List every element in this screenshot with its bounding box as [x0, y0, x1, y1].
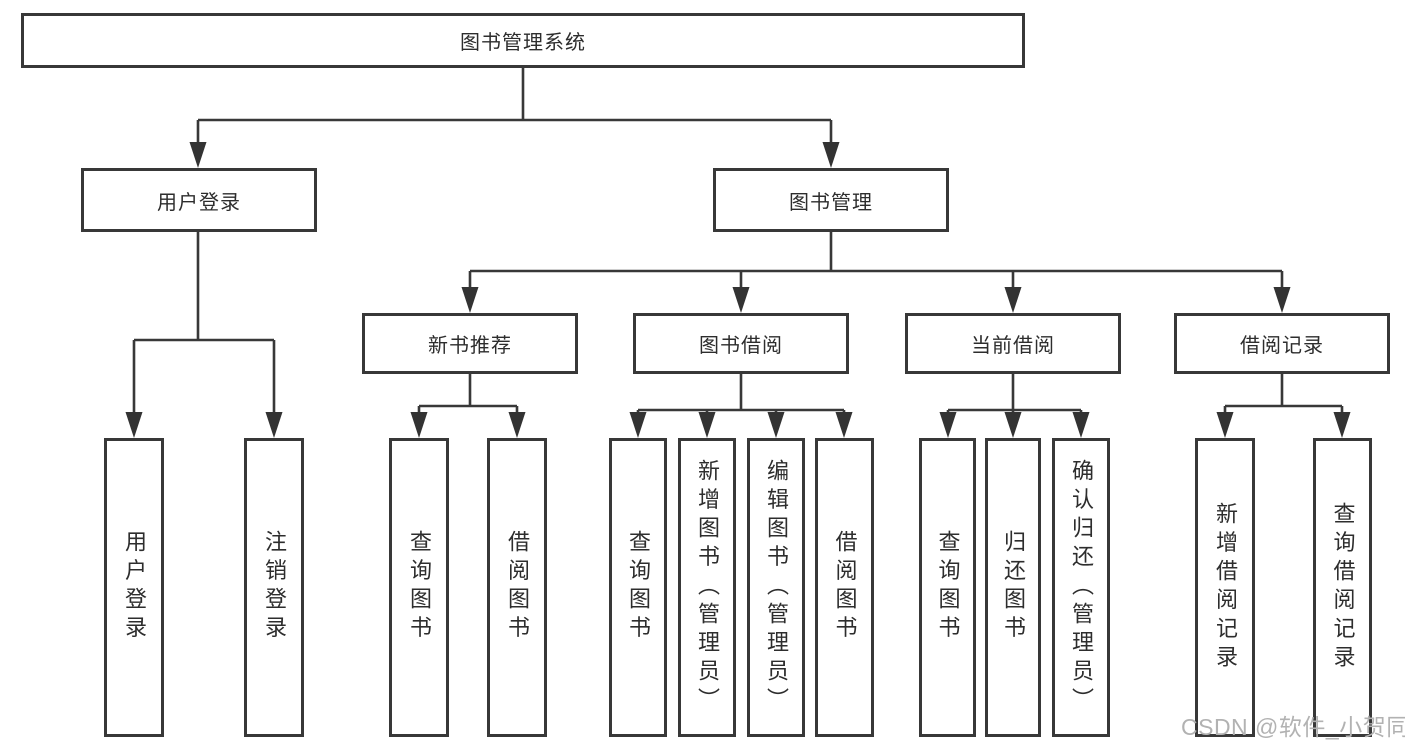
node-new-book-recommend: 新书推荐	[362, 313, 578, 374]
leaf-label: 用户登录	[122, 530, 147, 645]
node-leaf-borrow-books: 借阅图书	[815, 438, 874, 737]
arrowheads	[125, 142, 1351, 438]
leaf-label: 查询图书	[935, 530, 961, 645]
leaf-label: 借阅图书	[505, 530, 530, 645]
node-leaf-query-books-borrow: 查询图书	[609, 438, 667, 737]
node-leaf-logout: 注销登录	[244, 438, 304, 737]
node-leaf-edit-books-admin: 编辑图书（管理员）	[747, 438, 805, 737]
node-leaf-query-books-current: 查询图书	[919, 438, 976, 737]
node-leaf-add-books-admin: 新增图书（管理员）	[678, 438, 736, 737]
node-leaf-add-borrow-record: 新增借阅记录	[1195, 438, 1255, 737]
leaf-label: 查询图书	[407, 530, 432, 645]
node-user-login: 用户登录	[81, 168, 317, 232]
leaf-label: 新增借阅记录	[1213, 501, 1238, 674]
node-leaf-query-books-recommend: 查询图书	[389, 438, 449, 737]
leaf-label: 查询借阅记录	[1330, 501, 1356, 674]
leaf-label: 归还图书	[1001, 530, 1026, 645]
leaf-label: 新增图书（管理员）	[695, 458, 720, 717]
node-book-borrow: 图书借阅	[633, 313, 849, 374]
node-leaf-borrow-books-recommend: 借阅图书	[487, 438, 547, 737]
node-current-borrow: 当前借阅	[905, 313, 1121, 374]
node-leaf-return-books: 归还图书	[985, 438, 1041, 737]
leaf-label: 确认归还（管理员）	[1069, 458, 1094, 717]
node-leaf-query-borrow-record: 查询借阅记录	[1313, 438, 1372, 737]
leaf-label: 注销登录	[262, 530, 287, 645]
node-leaf-user-login: 用户登录	[104, 438, 164, 737]
watermark-text: CSDN @软件_小贺同学	[1181, 714, 1405, 740]
node-book-management: 图书管理	[713, 168, 949, 232]
node-borrow-records: 借阅记录	[1174, 313, 1390, 374]
leaf-label: 编辑图书（管理员）	[764, 458, 789, 717]
node-root: 图书管理系统	[21, 13, 1025, 68]
leaf-label: 借阅图书	[832, 530, 858, 645]
node-leaf-confirm-return-admin: 确认归还（管理员）	[1052, 438, 1110, 737]
leaf-label: 查询图书	[626, 530, 651, 645]
